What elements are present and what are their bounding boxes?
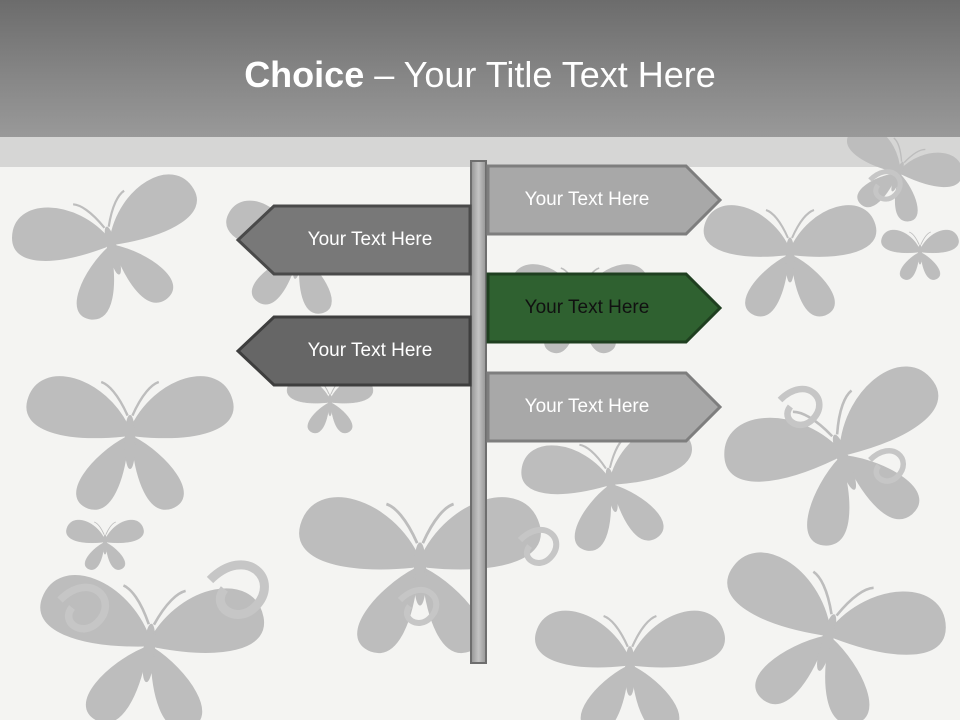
title-emphasis: Choice — [244, 54, 365, 95]
sign-left-top-label: Your Text Here — [307, 229, 433, 250]
slide-title[interactable]: Choice – Your Title Text Here — [0, 52, 960, 98]
sign-right-top-label: Your Text Here — [524, 189, 650, 210]
title-text: Your Title Text Here — [403, 54, 716, 95]
sign-right-highlight-label: Your Text Here — [524, 297, 650, 318]
sign-left-bottom-label: Your Text Here — [307, 340, 433, 361]
sign-post — [470, 160, 487, 664]
title-bar — [0, 0, 960, 137]
sign-right-bottom-label: Your Text Here — [524, 396, 650, 417]
title-dash: – — [374, 54, 395, 95]
